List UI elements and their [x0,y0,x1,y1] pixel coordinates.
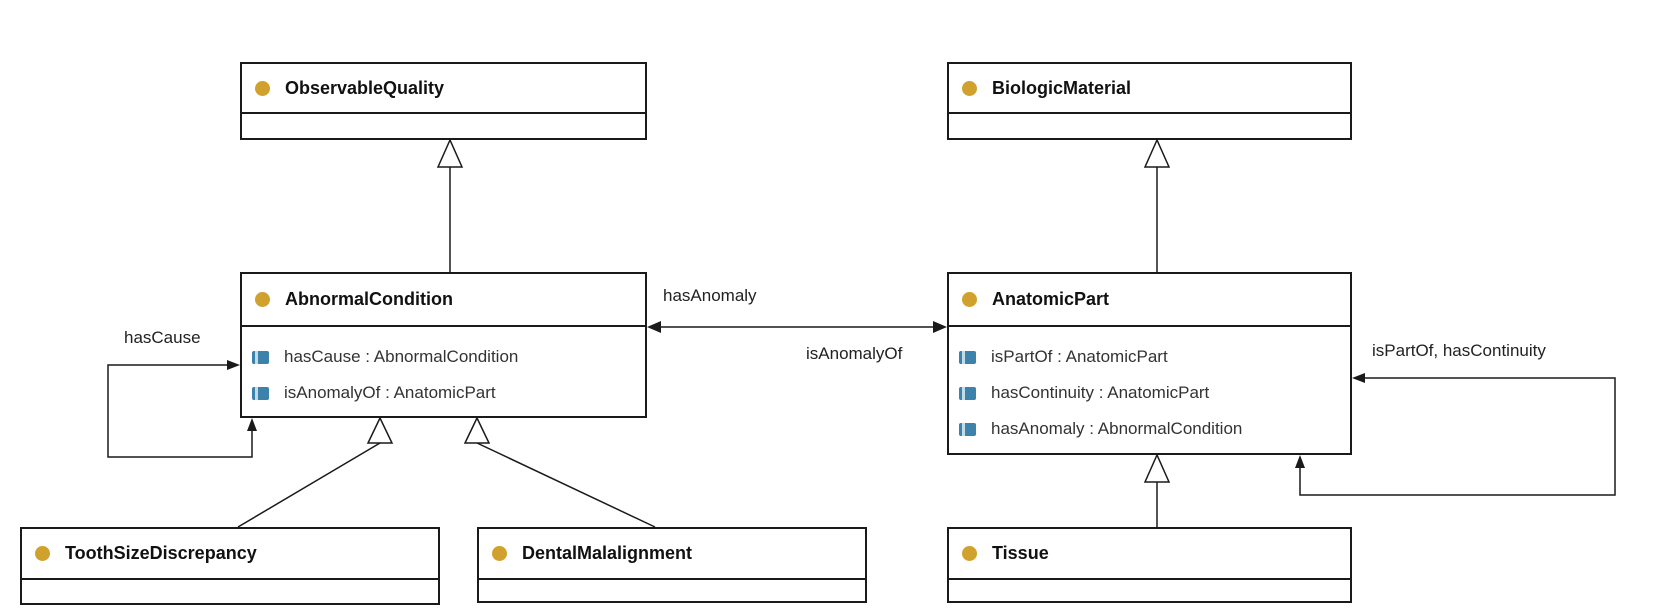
attributes-compartment: hasCause : AbnormalCondition isAnomalyOf… [242,325,645,416]
class-title-row: ObservableQuality [242,64,645,112]
class-name: DentalMalalignment [522,543,693,563]
attribute-label: hasAnomaly : AbnormalCondition [991,419,1243,438]
attribute-row: isPartOf : AnatomicPart [949,339,1350,375]
filled-arrow-icon [933,321,947,333]
edge-generalization-dentalmalalignment-abnormalcondition [463,416,656,528]
filled-arrow-icon [247,418,257,431]
hollow-triangle-icon [463,416,491,444]
attribute-row: isAnomalyOf : AnatomicPart [242,375,645,411]
class-icon [962,546,977,561]
class-icon [962,292,977,307]
class-icon [255,292,270,307]
attributes-compartment-empty [949,578,1350,601]
hollow-triangle-icon [436,138,464,168]
attribute-label: hasCause : AbnormalCondition [284,347,519,366]
edge-label-isanomalyof: isAnomalyOf [806,344,903,363]
class-box-dentalmalalignment[interactable]: DentalMalalignment [477,527,867,603]
property-icon [252,386,269,400]
class-box-observablequality[interactable]: ObservableQuality [240,62,647,140]
attribute-row: hasAnomaly : AbnormalCondition [949,411,1350,447]
attributes-compartment-empty [479,578,865,601]
property-icon [959,386,976,400]
class-icon [492,546,507,561]
class-title-row: Tissue [949,529,1350,578]
edge-label-hascause: hasCause [124,328,201,347]
class-title-row: AbnormalCondition [242,274,645,325]
class-name: AnatomicPart [992,289,1110,309]
edge-label-hasanomaly: hasAnomaly [663,286,757,305]
filled-arrow-icon [647,321,661,333]
class-name: BiologicMaterial [992,77,1132,98]
class-box-toothsizediscrepancy[interactable]: ToothSizeDiscrepancy [20,527,440,605]
filled-arrow-icon [227,360,240,370]
edge-association-hasanomaly-isanomalyof [647,321,947,333]
attribute-label: isAnomalyOf : AnatomicPart [284,383,496,402]
edge-self-association-hascause [107,360,257,458]
edge-label-ispartof-hascontinuity: isPartOf, hasContinuity [1372,341,1546,360]
class-title-row: DentalMalalignment [479,529,865,578]
class-name: Tissue [992,543,1049,563]
hollow-triangle-icon [1143,138,1171,168]
class-name: ToothSizeDiscrepancy [65,543,257,563]
class-name: ObservableQuality [285,77,445,98]
class-icon [962,80,977,96]
class-box-anatomicpart[interactable]: AnatomicPart isPartOf : AnatomicPart has… [947,272,1352,455]
attributes-compartment-empty [242,112,645,138]
class-box-abnormalcondition[interactable]: AbnormalCondition hasCause : AbnormalCon… [240,272,647,418]
hollow-triangle-icon [366,416,394,444]
class-name: AbnormalCondition [285,289,453,309]
attribute-row: hasContinuity : AnatomicPart [949,375,1350,411]
class-title-row: BiologicMaterial [949,64,1350,112]
hollow-triangle-icon [1143,453,1171,483]
class-title-row: AnatomicPart [949,274,1350,325]
attribute-label: hasContinuity : AnatomicPart [991,383,1210,402]
attributes-compartment-empty [22,578,438,603]
edge-generalization-tissue-anatomicpart [1143,453,1171,527]
attributes-compartment-empty [949,112,1350,138]
attribute-row: hasCause : AbnormalCondition [242,339,645,375]
property-icon [959,422,976,436]
edge-self-association-ispartof-hascontinuity [1295,373,1616,496]
filled-arrow-icon [1295,455,1305,468]
filled-arrow-icon [1352,373,1365,383]
class-title-row: ToothSizeDiscrepancy [22,529,438,578]
attributes-compartment: isPartOf : AnatomicPart hasContinuity : … [949,325,1350,453]
property-icon [959,350,976,364]
property-icon [252,350,269,364]
edge-generalization-abnormalcondition-observablequality [436,138,464,272]
edge-generalization-toothsizediscrepancy-abnormalcondition [237,416,394,528]
class-box-tissue[interactable]: Tissue [947,527,1352,603]
class-icon [255,80,270,96]
class-box-biologicmaterial[interactable]: BiologicMaterial [947,62,1352,140]
class-icon [35,546,50,561]
attribute-label: isPartOf : AnatomicPart [991,347,1168,366]
edge-generalization-anatomicpart-biologicmaterial [1143,138,1171,272]
